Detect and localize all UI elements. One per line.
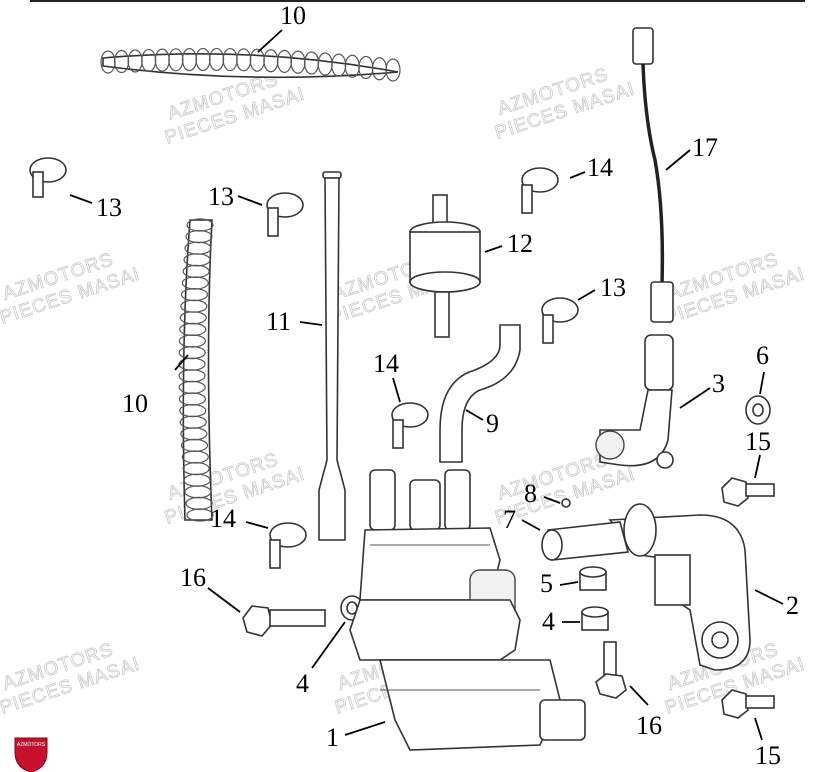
callout-4-right: 4 <box>542 607 555 636</box>
callout-10-left: 10 <box>122 389 148 418</box>
leader-12 <box>484 245 503 253</box>
callout-3: 3 <box>712 369 725 398</box>
part-15-bolt-top <box>721 477 775 507</box>
leader-10-left <box>174 354 189 371</box>
leader-15-top <box>754 454 761 479</box>
callout-1: 1 <box>326 723 339 752</box>
top-border-line <box>30 0 805 2</box>
leader-9 <box>465 409 484 421</box>
leader-8 <box>543 496 561 504</box>
leader-16-left <box>207 587 241 613</box>
watermark: AZMOTORS PIECES MASAI <box>492 64 638 144</box>
watermark: AZMOTORS PIECES MASAI <box>662 249 808 329</box>
part-5-bushing <box>579 566 607 591</box>
leader-4-left <box>311 621 346 669</box>
part-1-throttle-body <box>349 469 586 751</box>
callout-17: 17 <box>692 133 718 162</box>
callout-5: 5 <box>540 569 553 598</box>
part-17-sensor-cable <box>632 27 674 323</box>
leader-5 <box>559 581 579 586</box>
part-16-bolt-right <box>595 641 627 699</box>
callout-14-low: 14 <box>210 504 236 533</box>
logo-text: AZMOTORS <box>17 742 46 748</box>
clamp-13-mid <box>266 192 304 237</box>
leader-3 <box>679 387 711 409</box>
callout-4-left: 4 <box>296 669 309 698</box>
callout-13-left: 13 <box>96 193 122 222</box>
callout-labels: 10 10 13 13 13 14 14 14 17 12 11 9 3 6 1… <box>96 1 799 770</box>
leader-17 <box>665 149 691 171</box>
leader-14-top <box>569 171 586 179</box>
callout-15-top: 15 <box>745 427 771 456</box>
part-10-hose-horizontal <box>100 47 401 82</box>
hose-rings <box>100 47 401 82</box>
clamp-14-top <box>521 167 559 214</box>
callout-12: 12 <box>507 229 533 258</box>
leader-15-bottom <box>754 717 763 741</box>
part-12-filter <box>409 194 481 338</box>
callout-16-right: 16 <box>636 711 662 740</box>
leader-14-low <box>245 521 269 529</box>
callout-9: 9 <box>486 409 499 438</box>
leader-6 <box>759 371 765 395</box>
leader-11 <box>299 321 323 326</box>
azmotors-logo-icon: AZMOTORS <box>14 737 48 772</box>
clamp-13-right <box>541 297 579 344</box>
part-4-bushing-right <box>581 606 609 631</box>
hose-rings <box>178 218 214 522</box>
part-11-rod <box>318 171 346 541</box>
leader-13-mid <box>237 195 263 206</box>
leader-2 <box>754 589 784 605</box>
callout-13-right: 13 <box>600 273 626 302</box>
callout-13-mid: 13 <box>208 182 234 211</box>
part-9-bent-hose <box>439 324 521 463</box>
callout-14-mid: 14 <box>373 349 399 378</box>
leader-13-right <box>577 289 596 301</box>
hose-ring <box>385 58 401 82</box>
leader-lines <box>69 29 784 741</box>
part-7-arm <box>541 503 657 561</box>
part-3-sensor <box>595 334 674 469</box>
watermark: AZMOTORS PIECES MASAI <box>0 639 143 719</box>
part-8-pin <box>561 498 571 508</box>
callout-6: 6 <box>756 341 769 370</box>
part-16-bolt-left <box>242 605 326 637</box>
clamp-14-mid <box>391 402 429 449</box>
callout-15-bottom: 15 <box>755 741 781 770</box>
leader-16-right <box>629 685 649 706</box>
part-6-washer <box>745 395 771 425</box>
watermark: AZMOTORS PIECES MASAI <box>0 249 143 329</box>
clamp-13-left <box>29 157 67 198</box>
callout-10-top: 10 <box>280 1 306 30</box>
callout-11: 11 <box>266 307 291 336</box>
callout-16-left: 16 <box>180 563 206 592</box>
leader-10-top <box>257 29 283 53</box>
callout-14-top: 14 <box>587 153 613 182</box>
hose-ring <box>186 508 214 522</box>
callout-2: 2 <box>786 591 799 620</box>
callout-8: 8 <box>524 479 537 508</box>
callout-7: 7 <box>503 505 516 534</box>
leader-13-left <box>69 194 93 204</box>
leader-1 <box>344 721 386 736</box>
clamp-14-low <box>269 522 307 569</box>
part-15-bolt-bottom <box>721 689 775 719</box>
leader-7 <box>521 519 541 531</box>
part-10-hose-vertical <box>178 218 214 522</box>
leader-14-mid <box>392 377 401 403</box>
